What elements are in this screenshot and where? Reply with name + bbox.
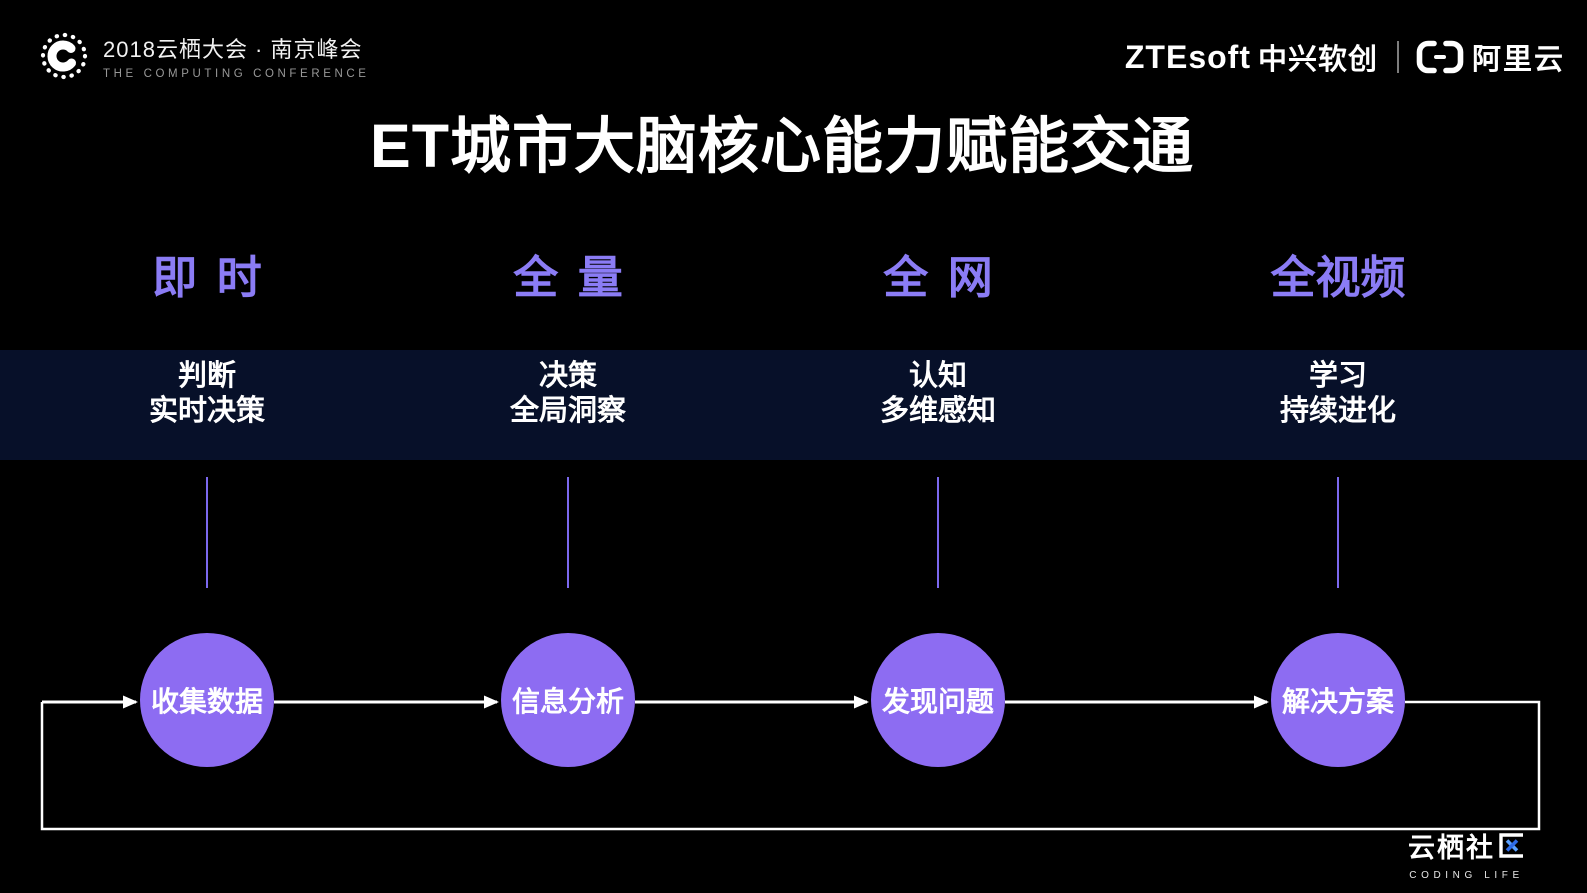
capability-band: 判断 实时决策 决策 全局洞察 认知 多维感知 学习 持续进化 (0, 350, 1587, 460)
yunqi-community-prefix: 云栖社 (1408, 833, 1495, 863)
coding-life-tagline: CODING LIFE (1409, 870, 1524, 881)
flow-node-collect-data: 收集数据 (140, 633, 274, 767)
alicloud-cn-text: 阿里云 (1471, 44, 1565, 76)
flow-node-solutions: 解决方案 (1271, 633, 1405, 767)
band-col-2-line2: 全局洞察 (509, 395, 627, 427)
ztesoft-cn-text: 中兴软创 (1257, 44, 1378, 76)
band-col-3-line1: 认知 (908, 360, 968, 392)
band-col-1-line1: 判断 (177, 360, 237, 392)
column-header-full-network: 全 网 (883, 252, 993, 303)
band-col-2-line1: 决策 (538, 360, 598, 392)
band-col-2: 决策 全局洞察 (510, 359, 626, 429)
conference-title: 2018云栖大会 · 南京峰会 (103, 36, 363, 62)
flow-node-analyze-info: 信息分析 (501, 633, 635, 767)
yunqi-community-logo: 云栖社 CODING LIFE (1408, 826, 1525, 881)
flow-node-find-problems: 发现问题 (871, 633, 1005, 767)
band-col-1: 判断 实时决策 (149, 359, 265, 429)
column-header-full-volume: 全 量 (513, 252, 623, 303)
column-header-instant: 即 时 (152, 252, 262, 303)
band-col-1-line2: 实时决策 (148, 395, 266, 427)
band-col-4: 学习 持续进化 (1280, 359, 1396, 429)
column-header-full-video: 全视频 (1270, 252, 1406, 303)
partner-logos: ZTEsoft 中兴软创 阿里云 (1125, 36, 1565, 78)
logo-divider (1396, 41, 1399, 73)
conference-dotted-swirl-icon (38, 30, 90, 87)
alicloud-brackets-icon (1416, 39, 1464, 75)
conference-logo: 2018云栖大会 · 南京峰会 THE COMPUTING CONFERENCE (38, 30, 370, 87)
yunqi-community-wordmark: 云栖社 (1408, 826, 1525, 865)
ztesoft-logo-text: ZTEsoft (1124, 38, 1251, 75)
band-col-4-line1: 学习 (1308, 360, 1368, 392)
band-col-3-line2: 多维感知 (879, 395, 997, 427)
band-col-4-line2: 持续进化 (1279, 395, 1397, 427)
qu-box-blue-x-icon (1498, 832, 1525, 859)
page-title: ET城市大脑核心能力赋能交通 (370, 112, 1194, 180)
conference-text: 2018云栖大会 · 南京峰会 THE COMPUTING CONFERENCE (103, 36, 370, 80)
conference-subtitle: THE COMPUTING CONFERENCE (103, 67, 370, 80)
band-col-3: 认知 多维感知 (880, 359, 996, 429)
